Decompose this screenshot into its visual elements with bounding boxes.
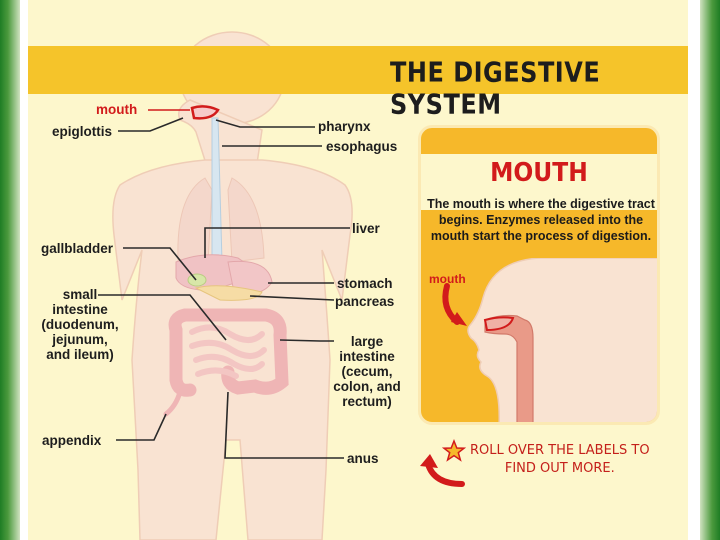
label-mouth[interactable]: mouth — [96, 102, 138, 117]
info-card-title: MOUTH — [490, 158, 588, 188]
label-epiglottis[interactable]: epiglottis — [52, 124, 112, 139]
label-appendix[interactable]: appendix — [42, 433, 102, 448]
label-anus[interactable]: anus — [347, 451, 379, 466]
info-card-mouth-label: mouth — [429, 272, 466, 286]
mouth-profile-illustration — [442, 258, 657, 422]
label-liver[interactable]: liver — [352, 221, 380, 236]
label-large-intestine[interactable]: large intestine (cecum, colon, and rectu… — [333, 334, 401, 409]
info-card-header — [421, 154, 657, 210]
instruction-text: ROLL OVER THE LABELS TO FIND OUT MORE. — [470, 443, 650, 476]
label-pharynx[interactable]: pharynx — [318, 119, 371, 134]
info-card: MOUTH The mouth is where the digestive t… — [418, 125, 660, 425]
star-icon — [442, 439, 466, 462]
curved-arrow-icon — [420, 454, 465, 487]
page-title: THE DIGESTIVE SYSTEM — [390, 56, 601, 121]
label-gallbladder[interactable]: gallbladder — [41, 241, 114, 256]
label-stomach[interactable]: stomach — [337, 276, 393, 291]
title-bar — [28, 46, 688, 94]
label-pancreas[interactable]: pancreas — [335, 294, 395, 309]
label-small-intestine[interactable]: small intestine (duodenum, jejunum, and … — [41, 287, 119, 362]
info-card-description: The mouth is where the digestive tract b… — [427, 197, 655, 243]
label-esophagus[interactable]: esophagus — [326, 139, 398, 154]
